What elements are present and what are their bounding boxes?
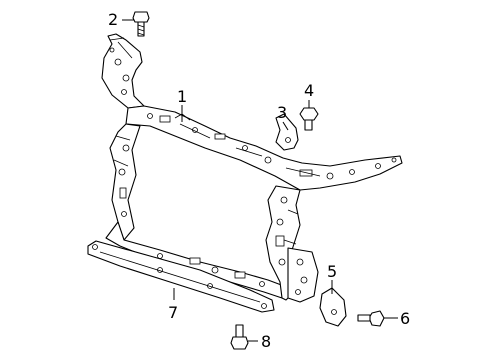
callout-2: 2 [108, 10, 118, 29]
radiator-support [101, 33, 403, 303]
callout-5: 5 [327, 262, 337, 281]
callout-7: 7 [168, 303, 178, 322]
lower-stiffener [87, 240, 275, 313]
callout-labels: 1 2 3 4 5 6 7 8 [108, 10, 410, 351]
callout-1: 1 [177, 87, 187, 106]
bracket-5 [319, 287, 347, 327]
bolt-2 [132, 11, 150, 37]
callout-8: 8 [261, 332, 271, 351]
callout-6: 6 [400, 309, 410, 328]
callout-3: 3 [277, 103, 287, 122]
leader-lines [122, 19, 398, 342]
bolt-8 [230, 324, 249, 350]
bolt-6 [357, 310, 385, 327]
callout-4: 4 [304, 81, 314, 100]
bolt-4 [299, 107, 319, 131]
bracket-3 [275, 113, 299, 151]
